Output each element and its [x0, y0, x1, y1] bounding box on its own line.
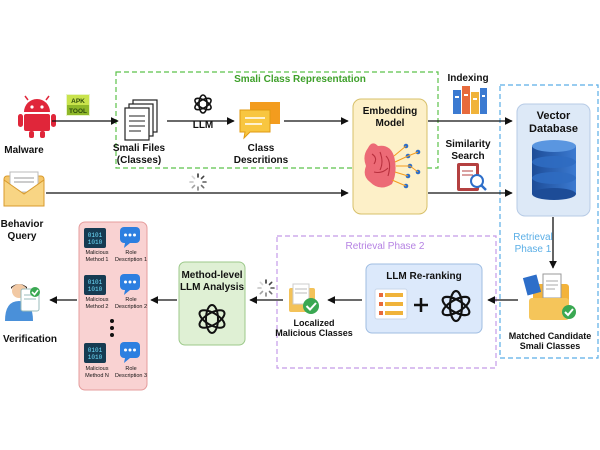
- method-n-label: Malicious Method N: [85, 366, 109, 379]
- svg-text:1010: 1010: [88, 354, 103, 361]
- malware-label: Malware: [4, 145, 44, 156]
- plus-icon: [414, 298, 428, 312]
- android-malware-icon: [18, 95, 56, 138]
- binary-code-icon: 0101 1010: [84, 228, 106, 248]
- retrieval-phase2-label: Retrieval Phase 2: [345, 241, 425, 252]
- email-query-icon: [3, 171, 45, 207]
- role-chat-icon: [120, 227, 140, 248]
- smali-files-label: Smali Files (Classes): [112, 143, 166, 166]
- role-2-label: Role Description 2: [114, 297, 148, 310]
- behavior-query-label: Behavior Query: [0, 219, 44, 242]
- localized-classes-label: Localized Malicious Classes: [275, 318, 353, 339]
- svg-text:1010: 1010: [88, 286, 103, 293]
- ranking-list-icon: [374, 288, 408, 320]
- vector-database-label: Vector Database: [529, 110, 578, 135]
- class-descriptions-label: Class Descritions: [233, 143, 289, 166]
- llm-icon: [194, 94, 212, 114]
- smali-files-icon: [124, 99, 158, 141]
- smali-section-title: Smali Class Representation: [234, 74, 366, 85]
- method-level-analysis-box: [178, 261, 246, 346]
- svg-text:APK: APK: [71, 98, 85, 105]
- indexing-books-icon: [453, 86, 487, 114]
- method-llm-icon: [198, 304, 226, 334]
- embedding-model-label: Embedding Model: [362, 106, 418, 129]
- binary-code-icon: 0101 1010: [84, 343, 106, 363]
- verification-label: Verification: [3, 334, 57, 345]
- ellipsis-icon: [110, 319, 114, 337]
- role-chat-icon: [120, 274, 140, 295]
- loading-spinner-icon: [189, 173, 207, 191]
- role-3-label: Role Description 3: [114, 366, 148, 379]
- localized-classes-icon: [289, 283, 319, 314]
- llm-label: LLM: [192, 120, 214, 131]
- indexing-label: Indexing: [447, 73, 489, 84]
- method-2-label: Malicious Method 2: [85, 297, 109, 310]
- class-descriptions-icon: [239, 102, 280, 140]
- matched-candidates-icon: [522, 273, 576, 320]
- loading-spinner-icon: [257, 279, 275, 297]
- svg-text:TOOL: TOOL: [69, 108, 87, 115]
- svg-text:1010: 1010: [88, 239, 103, 246]
- role-1-label: Role Description 1: [114, 250, 148, 263]
- method-1-label: Malicious Method 1: [85, 250, 109, 263]
- retrieval-phase1-label: Retrieval Phase 1: [513, 232, 553, 255]
- database-icon: [532, 140, 576, 200]
- svg-text:0101: 0101: [88, 232, 103, 239]
- similarity-search-icon: [457, 163, 487, 191]
- svg-text:0101: 0101: [88, 347, 103, 354]
- binary-code-icon: 0101 1010: [84, 275, 106, 295]
- apktool-logo: APK TOOL: [66, 94, 90, 116]
- svg-text:0101: 0101: [88, 279, 103, 286]
- similarity-search-label: Similarity Search: [445, 139, 491, 162]
- retrieval-phase2-box: [276, 235, 497, 369]
- role-chat-icon: [120, 342, 140, 363]
- verification-person-icon: [5, 284, 40, 321]
- method-level-label: Method-level LLM Analysis: [179, 270, 245, 293]
- reranker-llm-icon: [441, 289, 471, 323]
- llm-reranking-label: LLM Re-ranking: [386, 271, 462, 282]
- matched-candidates-label: Matched Candidate Smali Classes: [508, 331, 592, 352]
- retrieval-phase1-box: [499, 84, 599, 359]
- brain-network-icon: [364, 143, 421, 189]
